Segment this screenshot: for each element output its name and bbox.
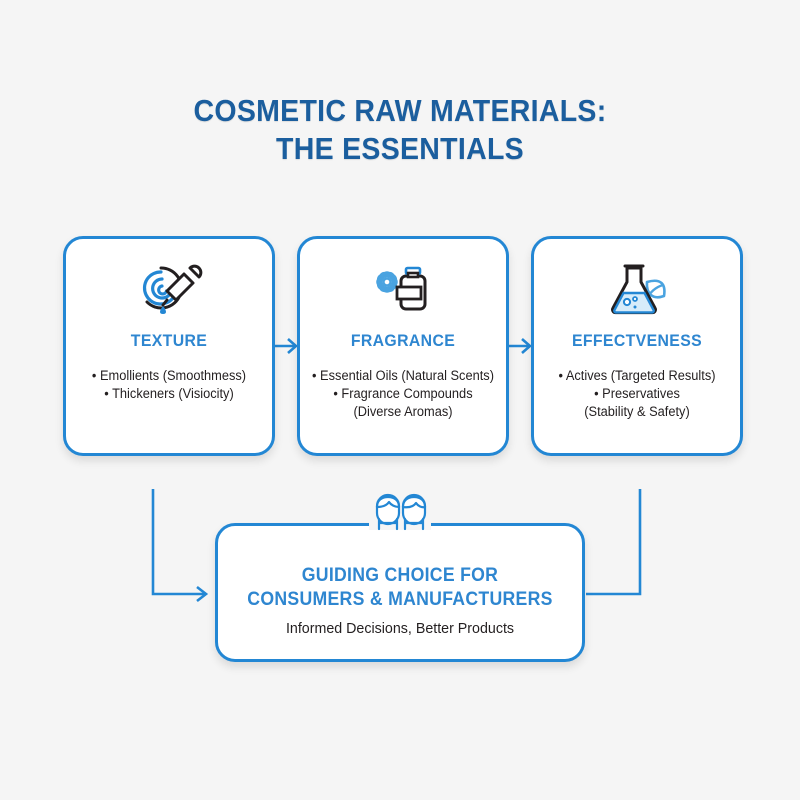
bullet-item-continuation: (Diverse Aromas) [353, 404, 453, 419]
bullet-item: • Thickeners (Visiocity) [104, 386, 234, 401]
card-bullets-effectveness: • Actives (Targeted Results) • Preservat… [545, 367, 729, 421]
bullet-item: • Emollients (Smoothmess) [91, 368, 247, 383]
flask-leaf-icon [534, 257, 740, 323]
card-effectveness[interactable]: EFFECTVENESS • Actives (Targeted Results… [531, 236, 743, 456]
card-heading-texture: TEXTURE [130, 331, 208, 350]
card-heading-fragrance: FRAGRANCE [350, 331, 456, 350]
bullet-item-continuation: (Stability & Safety) [584, 404, 690, 419]
card-heading-effectveness: EFFECTVENESS [571, 331, 703, 350]
border-notch [369, 520, 431, 530]
page-title-line-2: THE ESSENTIALS [276, 131, 524, 166]
connector-effectveness-to-bottom [586, 489, 642, 596]
bottom-card-heading-line-1: GUIDING CHOICE FOR [301, 565, 499, 586]
bottom-card-heading-line-2: CONSUMERS & MANUFACTURERS [247, 589, 553, 610]
page-title: COSMETIC RAW MATERIALS: THE ESSENTIALS [32, 92, 768, 168]
two-people-icon [369, 493, 431, 537]
card-bullets-texture: • Emollients (Smoothmess) • Thickeners (… [77, 367, 261, 403]
page-title-line-1: COSMETIC RAW MATERIALS: [193, 93, 607, 128]
bullet-item: • Actives (Targeted Results) [558, 368, 716, 383]
bullet-item: • Fragrance Compounds [333, 386, 473, 401]
dropper-spiral-icon [66, 257, 272, 323]
card-bullets-fragrance: • Essential Oils (Natural Scents) • Frag… [311, 367, 495, 421]
bullet-item: • Preservatives [594, 386, 680, 401]
bottom-card-heading: GUIDING CHOICE FOR CONSUMERS & MANUFACTU… [231, 564, 570, 612]
card-fragrance[interactable]: FRAGRANCE • Essential Oils (Natural Scen… [297, 236, 509, 456]
connector-fragrance-to-effectveness [506, 338, 532, 354]
flower-perfume-bottle-icon [300, 257, 506, 323]
bullet-item: • Essential Oils (Natural Scents) [312, 368, 494, 383]
connector-texture-to-fragrance [272, 338, 298, 354]
card-guiding-choice[interactable]: GUIDING CHOICE FOR CONSUMERS & MANUFACTU… [215, 493, 585, 662]
card-texture[interactable]: TEXTURE • Emollients (Smoothmess) • Thic… [63, 236, 275, 456]
connector-texture-to-bottom [151, 489, 209, 603]
bottom-card-subtitle: Informed Decisions, Better Products [285, 620, 515, 637]
